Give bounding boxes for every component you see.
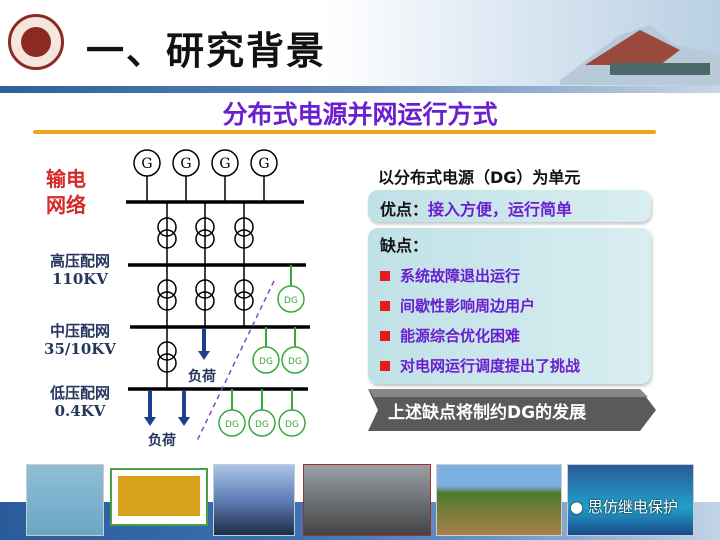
bullet-icon: [380, 270, 390, 281]
transformer-icon: [234, 291, 254, 311]
dg-label: DG: [225, 420, 239, 430]
bullet-icon: [380, 330, 390, 341]
dg-icon: [277, 285, 305, 313]
transformer-icon: [157, 341, 177, 361]
list-item: 间歇性影响周边用户: [380, 295, 639, 316]
dg-label: DG: [255, 420, 269, 430]
generator-label: G: [141, 156, 152, 172]
transformer-icon: [157, 217, 177, 237]
bullet-icon: [380, 300, 390, 311]
load-arrow-head: [178, 417, 190, 426]
list-item: 系统故障退出运行: [380, 265, 639, 286]
dg-label: DG: [284, 296, 298, 306]
transformer-icon: [195, 217, 215, 237]
list-item: 能源综合优化困难: [380, 325, 639, 346]
list-item: 对电网运行调度提出了挑战: [380, 355, 639, 376]
wechat-icon: ●: [570, 498, 584, 516]
dg-icon: [218, 409, 246, 437]
transformer-icon: [157, 291, 177, 311]
dg-boundary-line: [195, 280, 275, 444]
load-arrow-head: [198, 351, 210, 360]
header-divider: [0, 86, 720, 93]
dg-icon: [248, 409, 276, 437]
disadvantage-box: 缺点： 系统故障退出运行 间歇性影响周边用户 能源综合优化困难 对电网运行调度提…: [368, 228, 651, 384]
ocean-wave-photo: [567, 464, 694, 536]
transformer-icon: [195, 279, 215, 299]
generator-icon: [172, 149, 200, 177]
transformer-icon: [157, 229, 177, 249]
generator-icon: [250, 149, 278, 177]
building-roof-image: [560, 25, 720, 85]
transformer-icon: [157, 353, 177, 373]
page-title: 一、研究背景: [86, 29, 327, 73]
solar-panel-photo: [213, 464, 295, 536]
conclusion-text: 上述缺点将制约DG的发展: [388, 403, 587, 423]
dg-icon: [252, 346, 280, 374]
load-label: 负荷: [148, 433, 176, 449]
university-logo: [8, 14, 64, 70]
conclusion-banner: [368, 389, 656, 431]
transformer-icon: [234, 279, 254, 299]
dg-label: DG: [285, 420, 299, 430]
fuel-cell-photo: [303, 464, 431, 536]
panel-title: 以分布式电源（DG）为单元: [378, 168, 581, 187]
generator-icon: [133, 149, 161, 177]
load-arrow-head: [144, 417, 156, 426]
transformer-icon: [234, 217, 254, 237]
generator-label: G: [219, 156, 230, 172]
crop-field-photo: [436, 464, 562, 536]
transformer-icon: [195, 229, 215, 249]
generator-label: G: [258, 156, 269, 172]
watermark: ● 思仿继电保护: [570, 498, 678, 516]
wind-turbine-photo: [26, 464, 104, 536]
bullet-icon: [380, 360, 390, 371]
dg-icon: [278, 409, 306, 437]
level-label-transmission: 输电网络: [46, 167, 86, 217]
dg-label: DG: [288, 357, 302, 367]
generator-label: G: [180, 156, 191, 172]
load-label: 负荷: [188, 369, 216, 385]
transformer-icon: [195, 291, 215, 311]
generator-icon: [211, 149, 239, 177]
subtitle-underline: [33, 130, 656, 134]
transformer-icon: [234, 229, 254, 249]
advantage-box: 优点：接入方便，运行简单: [368, 190, 651, 222]
transformer-icon: [157, 279, 177, 299]
dg-icon: [281, 346, 309, 374]
slide-subtitle: 分布式电源并网运行方式: [222, 100, 498, 129]
generator-photo: [110, 468, 208, 526]
dg-label: DG: [259, 357, 273, 367]
